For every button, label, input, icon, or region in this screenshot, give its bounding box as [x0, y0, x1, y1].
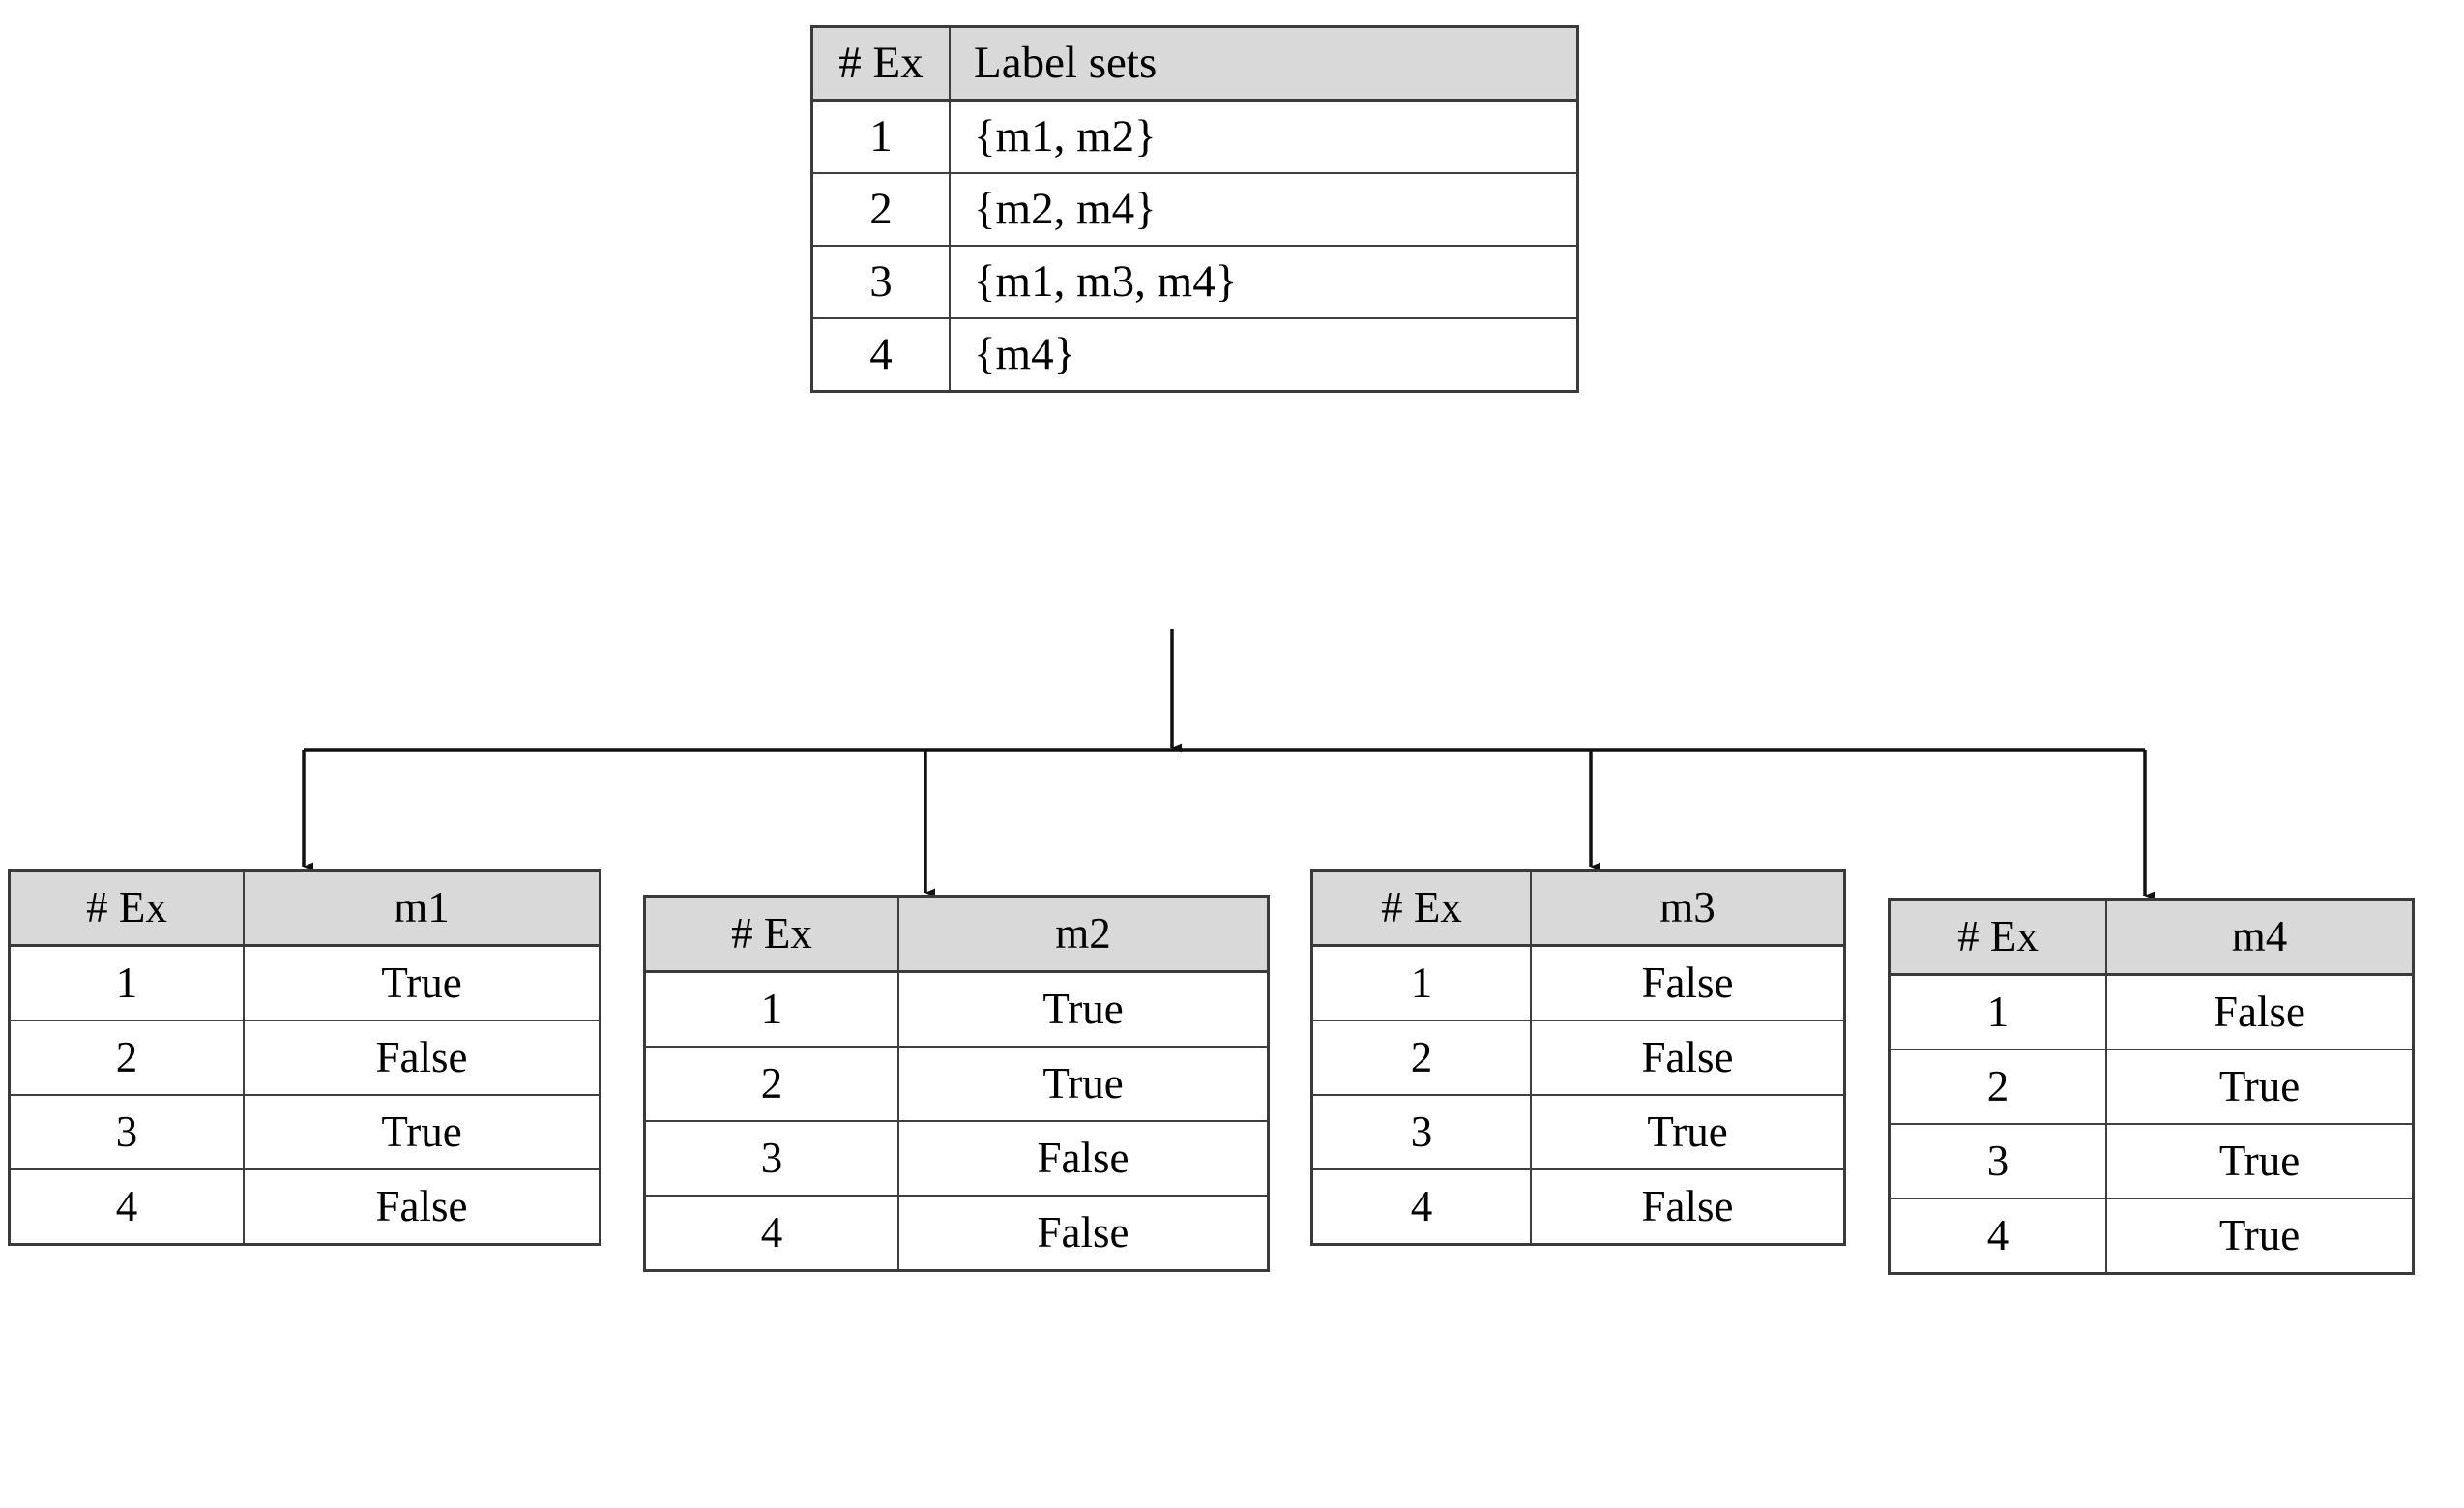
cell-value: False — [1530, 1168, 1846, 1246]
cell-value: False — [1530, 944, 1846, 1021]
cell-ex: 3 — [810, 245, 951, 319]
column-header-ex: # Ex — [1310, 869, 1532, 947]
cell-ex: 3 — [1310, 1094, 1532, 1170]
binary-table-m3: # Ex m3 1 False 2 False 3 True 4 False — [1310, 869, 1846, 1246]
label-sets-table: # Ex Label sets 1 {m1, m2} 2 {m2, m4} 3 … — [810, 25, 1579, 393]
cell-ex: 4 — [8, 1168, 245, 1246]
binary-table-m2: # Ex m2 1 True 2 True 3 False 4 False — [643, 895, 1270, 1272]
cell-label-set: {m2, m4} — [949, 172, 1579, 247]
table-row: 1 False — [1310, 944, 1846, 1021]
table-row: 3 True — [8, 1094, 601, 1170]
column-header-m2: m2 — [897, 895, 1270, 973]
table-row: 2 False — [1310, 1020, 1846, 1096]
table-header-row: # Ex Label sets — [810, 25, 1579, 102]
cell-ex: 1 — [1888, 973, 2107, 1050]
table-row: 1 {m1, m2} — [810, 99, 1579, 174]
cell-value: True — [897, 970, 1270, 1048]
cell-label-set: {m1, m3, m4} — [949, 245, 1579, 319]
cell-value: True — [2105, 1049, 2415, 1125]
cell-ex: 3 — [8, 1094, 245, 1170]
cell-value: False — [1530, 1020, 1846, 1096]
cell-ex: 1 — [643, 970, 899, 1048]
cell-value: True — [2105, 1198, 2415, 1275]
cell-ex: 2 — [810, 172, 951, 247]
column-header-ex: # Ex — [1888, 898, 2107, 976]
cell-ex: 2 — [643, 1046, 899, 1122]
table-header-row: # Ex m1 — [8, 869, 601, 947]
cell-ex: 3 — [1888, 1123, 2107, 1199]
cell-label-set: {m1, m2} — [949, 99, 1579, 174]
cell-value: True — [1530, 1094, 1846, 1170]
cell-ex: 4 — [1888, 1198, 2107, 1275]
column-header-ex: # Ex — [810, 25, 951, 102]
table-row: 2 True — [1888, 1049, 2415, 1125]
table-row: 1 False — [1888, 973, 2415, 1050]
table-header-row: # Ex m4 — [1888, 898, 2415, 976]
binary-table-m1: # Ex m1 1 True 2 False 3 True 4 False — [8, 869, 601, 1246]
table-row: 4 False — [1310, 1168, 1846, 1246]
binary-table-m4: # Ex m4 1 False 2 True 3 True 4 True — [1888, 898, 2415, 1275]
table-row: 4 True — [1888, 1198, 2415, 1275]
cell-value: False — [897, 1195, 1270, 1272]
cell-ex: 4 — [1310, 1168, 1532, 1246]
table-header-row: # Ex m3 — [1310, 869, 1846, 947]
cell-value: True — [243, 944, 601, 1021]
cell-value: True — [2105, 1123, 2415, 1199]
table-row: 4 False — [643, 1195, 1270, 1272]
cell-value: False — [2105, 973, 2415, 1050]
cell-ex: 1 — [810, 99, 951, 174]
cell-value: True — [897, 1046, 1270, 1122]
cell-ex: 2 — [8, 1020, 245, 1096]
table-row: 4 {m4} — [810, 317, 1579, 393]
cell-ex: 4 — [810, 317, 951, 393]
table-header-row: # Ex m2 — [643, 895, 1270, 973]
table-row: 1 True — [643, 970, 1270, 1048]
cell-label-set: {m4} — [949, 317, 1579, 393]
column-header-m3: m3 — [1530, 869, 1846, 947]
cell-value: True — [243, 1094, 601, 1170]
cell-ex: 2 — [1888, 1049, 2107, 1125]
table-row: 1 True — [8, 944, 601, 1021]
cell-ex: 2 — [1310, 1020, 1532, 1096]
table-row: 3 True — [1310, 1094, 1846, 1170]
column-header-ex: # Ex — [8, 869, 245, 947]
table-row: 2 True — [643, 1046, 1270, 1122]
table-row: 2 False — [8, 1020, 601, 1096]
cell-ex: 1 — [1310, 944, 1532, 1021]
cell-value: False — [897, 1120, 1270, 1197]
cell-value: False — [243, 1168, 601, 1246]
column-header-m4: m4 — [2105, 898, 2415, 976]
cell-value: False — [243, 1020, 601, 1096]
cell-ex: 3 — [643, 1120, 899, 1197]
column-header-label-sets: Label sets — [949, 25, 1579, 102]
cell-ex: 1 — [8, 944, 245, 1021]
table-row: 3 True — [1888, 1123, 2415, 1199]
table-row: 2 {m2, m4} — [810, 172, 1579, 247]
table-row: 3 {m1, m3, m4} — [810, 245, 1579, 319]
table-row: 3 False — [643, 1120, 1270, 1197]
cell-ex: 4 — [643, 1195, 899, 1272]
table-row: 4 False — [8, 1168, 601, 1246]
column-header-m1: m1 — [243, 869, 601, 947]
column-header-ex: # Ex — [643, 895, 899, 973]
